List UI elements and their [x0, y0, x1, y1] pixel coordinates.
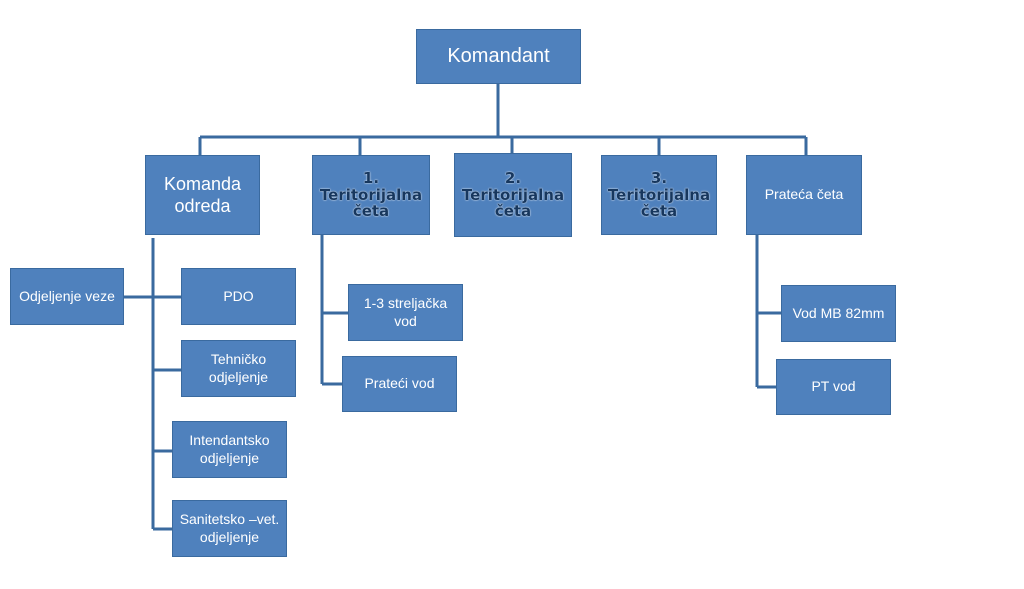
box-teritorijalna-2: 2. Teritorijalna četa	[454, 153, 572, 237]
box-odjeljenje-veze: Odjeljenje veze	[10, 268, 124, 325]
box-prateci-vod: Prateći vod	[342, 356, 457, 412]
box-sanitetsko-odjeljenje: Sanitetsko –vet. odjeljenje	[172, 500, 287, 557]
box-komanda-odreda: Komanda odreda	[145, 155, 260, 235]
box-streljacka-vod: 1-3 streljačka vod	[348, 284, 463, 341]
box-pt-vod: PT vod	[776, 359, 891, 415]
box-komandant: Komandant	[416, 29, 581, 84]
box-teritorijalna-1: 1. Teritorijalna četa	[312, 155, 430, 235]
box-prateca-ceta: Prateća četa	[746, 155, 862, 235]
box-tehnicko-odjeljenje: Tehničko odjeljenje	[181, 340, 296, 397]
box-pdo: PDO	[181, 268, 296, 325]
box-intendantsko-odjeljenje: Intendantsko odjeljenje	[172, 421, 287, 478]
box-vod-mb-82mm: Vod MB 82mm	[781, 285, 896, 342]
box-teritorijalna-3: 3. Teritorijalna četa	[601, 155, 717, 235]
